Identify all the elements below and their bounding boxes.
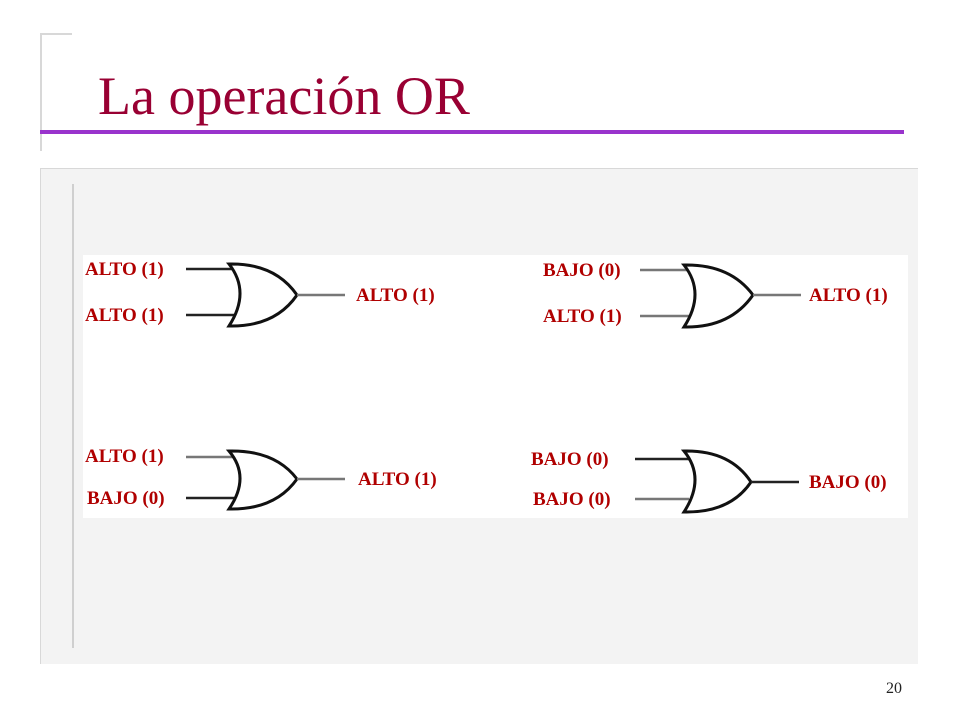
or-gate-1: ALTO (1) ALTO (1) ALTO (1) bbox=[85, 259, 435, 328]
gate-1-input-a-label: ALTO (1) bbox=[85, 259, 164, 280]
gate-2-output-label: ALTO (1) bbox=[809, 285, 888, 306]
title-underline bbox=[40, 130, 904, 134]
gate-3-output-label: ALTO (1) bbox=[358, 469, 437, 490]
or-gate-2-symbol bbox=[680, 263, 755, 329]
page-number: 20 bbox=[886, 680, 902, 697]
or-gate-3-symbol bbox=[225, 449, 299, 511]
or-gate-4-symbol bbox=[680, 449, 753, 514]
or-gate-4: BAJO (0) BAJO (0) BAJO (0) bbox=[531, 449, 887, 514]
gate-2-input-a-label: BAJO (0) bbox=[543, 260, 621, 281]
title-bracket-decoration bbox=[40, 33, 72, 151]
panel-bracket-decoration bbox=[72, 184, 74, 648]
or-gates-svg: ALTO (1) ALTO (1) ALTO (1) BAJO (0) ALTO… bbox=[85, 259, 888, 514]
or-gate-2: BAJO (0) ALTO (1) ALTO (1) bbox=[543, 260, 888, 329]
gate-3-input-a-label: ALTO (1) bbox=[85, 446, 164, 467]
gate-1-input-b-label: ALTO (1) bbox=[85, 305, 164, 326]
or-gate-diagram: ALTO (1) ALTO (1) ALTO (1) BAJO (0) ALTO… bbox=[83, 255, 908, 518]
gate-4-input-a-label: BAJO (0) bbox=[531, 449, 609, 470]
or-gate-3: ALTO (1) BAJO (0) ALTO (1) bbox=[85, 446, 437, 511]
slide-title: La operación OR bbox=[98, 66, 470, 126]
or-gate-1-symbol bbox=[225, 262, 299, 328]
gate-4-input-b-label: BAJO (0) bbox=[533, 489, 611, 510]
gate-1-output-label: ALTO (1) bbox=[356, 285, 435, 306]
gate-4-output-label: BAJO (0) bbox=[809, 472, 887, 493]
gate-2-input-b-label: ALTO (1) bbox=[543, 306, 622, 327]
gate-3-input-b-label: BAJO (0) bbox=[87, 488, 165, 509]
